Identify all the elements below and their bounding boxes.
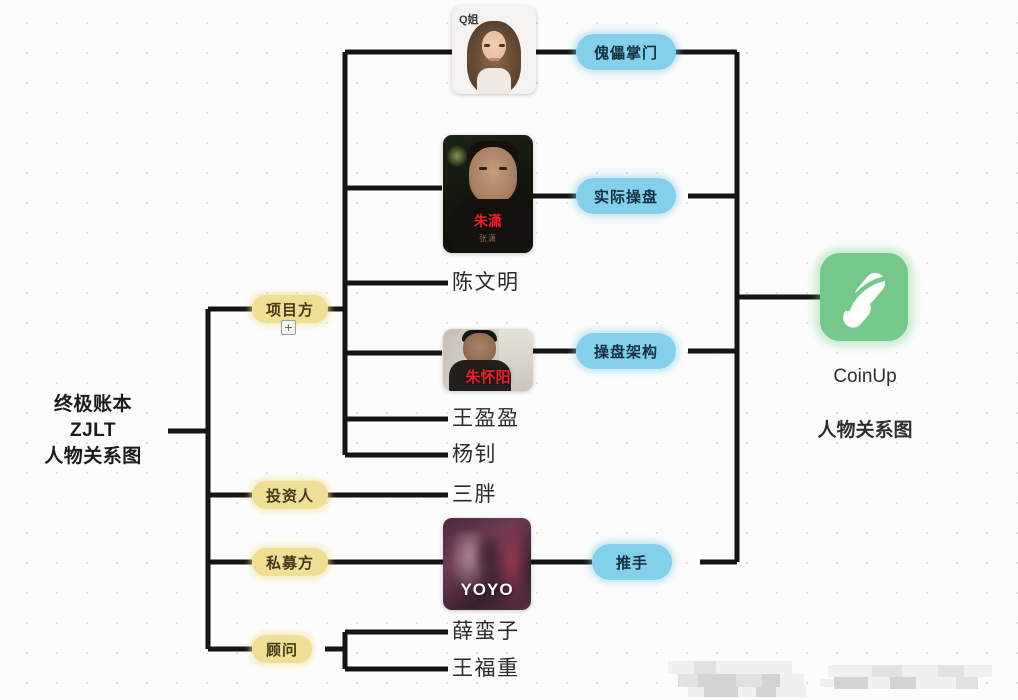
- person-name-chenwenming[interactable]: 陈文明: [452, 271, 520, 294]
- expand-toggle-project[interactable]: +: [281, 320, 296, 335]
- portrait-torso: [453, 199, 533, 253]
- portrait-face: [469, 147, 517, 203]
- root-node-label: 终极账本 ZJLT 人物关系图: [44, 394, 142, 467]
- plus-icon: +: [283, 321, 294, 334]
- portrait-eye-left: [484, 44, 490, 47]
- role-label-trading-structure: 操盘架构: [594, 343, 659, 361]
- person-photo-qjie[interactable]: Q姐: [452, 6, 536, 94]
- brand-caption: CoinUp 人物关系图: [780, 336, 950, 471]
- portrait-torso: [449, 360, 511, 391]
- photo-light-glow: [447, 145, 467, 167]
- photo-figure-right: [495, 526, 529, 606]
- person-name-wangfuzhong[interactable]: 王福重: [452, 657, 520, 680]
- category-label-advisor: 顾问: [266, 641, 299, 659]
- role-node-actual-trader[interactable]: 实际操盘: [576, 178, 677, 214]
- portrait-eye-right: [499, 44, 505, 47]
- person-name-sanpang[interactable]: 三胖: [452, 483, 497, 506]
- person-name-yangzhao[interactable]: 杨钊: [452, 443, 497, 466]
- photo-subcaption-zhuxiao: 张潇: [479, 234, 497, 243]
- portrait-eye-right: [499, 167, 507, 170]
- role-node-promoter[interactable]: 推手: [592, 544, 672, 580]
- blurred-watermark: [668, 657, 1008, 697]
- person-photo-yoyo[interactable]: YOYO: [443, 518, 531, 610]
- role-label-promoter: 推手: [615, 554, 648, 572]
- role-label-puppet-leader: 傀儡掌门: [594, 44, 659, 62]
- person-name-wangyingying[interactable]: 王盈盈: [452, 407, 520, 430]
- person-name-xuemanzi[interactable]: 薛蛮子: [452, 620, 520, 643]
- coinup-logo-icon[interactable]: [820, 253, 908, 341]
- category-label-private-placement: 私募方: [266, 554, 315, 572]
- portrait-face: [463, 333, 496, 364]
- brand-name: CoinUp: [833, 366, 897, 387]
- role-node-puppet-leader[interactable]: 傀儡掌门: [576, 34, 677, 70]
- category-node-investor[interactable]: 投资人: [252, 481, 329, 509]
- role-node-trading-structure[interactable]: 操盘架构: [576, 333, 677, 369]
- portrait-eye-left: [479, 167, 487, 170]
- photo-caption-qjie: Q姐: [459, 14, 479, 26]
- person-photo-zhuxiao[interactable]: 朱潇 张潇: [443, 135, 533, 253]
- photo-caption-zhuhuaiyang: 朱怀阳: [465, 369, 511, 386]
- category-node-private-placement[interactable]: 私募方: [252, 548, 329, 576]
- brand-subtitle: 人物关系图: [817, 420, 913, 441]
- photo-caption-zhuxiao: 朱潇: [474, 213, 502, 229]
- category-node-project[interactable]: 项目方: [252, 295, 329, 323]
- category-node-advisor[interactable]: 顾问: [252, 635, 313, 663]
- person-photo-zhuhuaiyang[interactable]: 朱怀阳: [443, 329, 533, 391]
- portrait-shoulders: [477, 68, 511, 94]
- photo-caption-yoyo: YOYO: [460, 580, 514, 599]
- role-label-actual-trader: 实际操盘: [594, 188, 659, 206]
- category-label-investor: 投资人: [266, 487, 315, 505]
- portrait-mouth: [488, 58, 500, 61]
- category-label-project: 项目方: [266, 301, 315, 319]
